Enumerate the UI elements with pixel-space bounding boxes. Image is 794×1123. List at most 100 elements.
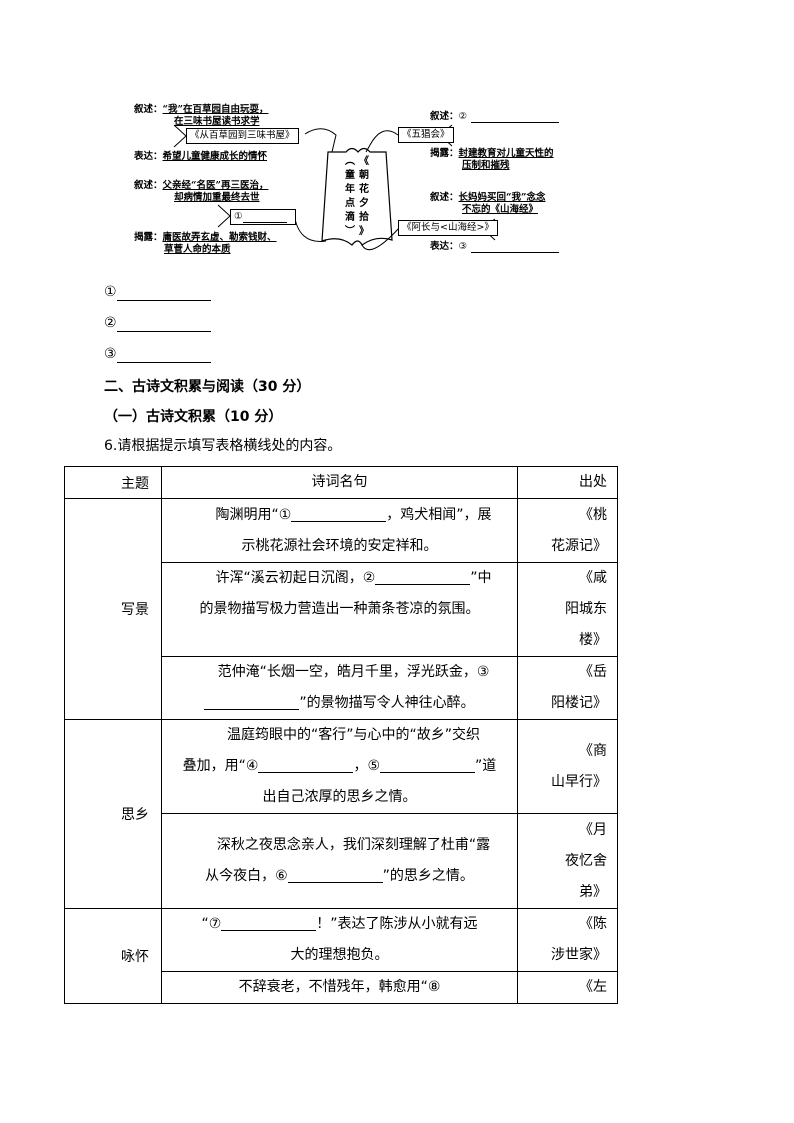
fill-blank-3[interactable]: [204, 695, 300, 710]
section-2-title: 二、古诗文积累与阅读（30 分）: [104, 379, 311, 395]
text: ，鸡犬相闻”，展: [386, 506, 492, 523]
source-line: 《月: [579, 821, 607, 838]
source-line: 阳城东: [565, 601, 607, 617]
blank-line: [471, 242, 560, 253]
table-row: 许浑“溪云初起日沉阁，②”中 的景物描写极力营造出一种萧条苍凉的氛围。 《咸 阳…: [65, 562, 618, 657]
source-line: 楼》: [579, 632, 607, 648]
narrate-text: 父亲经“名医”再三医治，: [162, 180, 269, 191]
source-line: 《左: [579, 979, 607, 995]
book-char: 夕: [359, 198, 369, 209]
book-char: 点: [345, 198, 355, 209]
narrate-text: 在三味书屋读书求学: [174, 116, 260, 127]
answer-blank[interactable]: [116, 348, 211, 363]
express-label: 表达：: [134, 151, 163, 162]
table-row: 不辞衰老，不惜残年，韩愈用“⑧ 《左: [65, 971, 618, 1004]
book-char: 滴: [345, 212, 355, 223]
right-bottom-narrate: 叙述：长妈妈买回“我”念念: [430, 192, 545, 204]
question-6-prompt: 6.请根据提示填写表格横线处的内容。: [104, 438, 342, 454]
content-line: 许浑“溪云初起日沉阁，②”中: [170, 563, 509, 594]
left-top-narrate: 叙述：“我”在百草园自由玩耍，: [134, 104, 268, 116]
reveal-text: 草菅人命的本质: [164, 244, 231, 255]
answer-line-2[interactable]: ②: [104, 314, 211, 332]
mind-map-diagram: ︵ 童 年 点 滴 ︶ 《 朝 花 夕 拾 》 叙述：“我”在百草园自由玩耍， …: [100, 95, 580, 270]
text: 从今夜白，⑥: [205, 868, 288, 884]
narrate-text: 长妈妈买回“我”念念: [458, 192, 546, 203]
narrate-label: 叙述：: [134, 180, 163, 191]
book-char: ︵: [345, 156, 355, 167]
text: 叠加，用“④: [182, 758, 259, 774]
source-cell: 《陈 涉世家》: [517, 908, 618, 972]
fill-blank-5[interactable]: [380, 758, 476, 773]
answer-marker: ②: [104, 315, 117, 331]
content-line: 大的理想抱负。: [290, 947, 389, 963]
header-content: 诗词名句: [161, 466, 518, 499]
source-cell: 《月 夜忆舍 弟》: [517, 813, 618, 909]
narrate-text: 却病情加重最终去世: [174, 192, 260, 203]
text: 陶渊明用“①: [215, 506, 292, 523]
fill-blank-7[interactable]: [221, 916, 317, 931]
narrate-label: 叙述：: [430, 192, 459, 203]
fill-blank-6[interactable]: [287, 868, 383, 883]
content-cell: 不辞衰老，不惜残年，韩愈用“⑧: [161, 971, 518, 1004]
book-char: ︶: [345, 226, 355, 237]
theme-cell-aspiration: 咏怀: [64, 908, 162, 1004]
table-row: 思乡 温庭筠眼中的“客行”与心中的“故乡”交织 叠加，用“④，⑤”道 出自己浓厚…: [64, 719, 618, 909]
fill-blank-4[interactable]: [258, 758, 354, 773]
fill-blank-2[interactable]: [375, 570, 471, 585]
content-cell: 陶渊明用“①，鸡犬相闻”，展 示桃花源社会环境的安定祥和。: [161, 498, 518, 563]
narrate-label: 叙述：: [430, 111, 459, 122]
content-line: 出自己浓厚的思乡之情。: [262, 789, 417, 805]
content-cell: “⑦！”表达了陈涉从小就有远 大的理想抱负。: [161, 908, 518, 972]
book-char: 花: [359, 184, 369, 195]
source-line: 山早行》: [551, 773, 607, 790]
source-cell: 《岳 阳楼记》: [517, 656, 618, 720]
subsection-1-title: （一）古诗文积累（10 分）: [104, 409, 283, 425]
book-char: 拾: [359, 212, 369, 223]
content-line: 叠加，用“④，⑤”道: [170, 751, 509, 782]
left-top-express: 表达：希望儿童健康成长的情怀: [134, 151, 267, 163]
text: 许浑“溪云初起日沉阁，②: [215, 570, 376, 586]
blank-marker: ②: [458, 111, 468, 122]
reveal-text: 压制和摧残: [462, 160, 510, 171]
content-line: 不辞衰老，不惜残年，韩愈用“⑧: [238, 979, 441, 995]
blank-marker: ③: [458, 241, 468, 252]
poem-table: 主题 诗词名句 出处 写景 陶渊明用“①，鸡犬相闻”，展 示桃花源社会环境的安定…: [64, 466, 618, 1004]
answer-line-1[interactable]: ①: [104, 283, 211, 301]
express-label: 表达：: [430, 241, 459, 252]
answer-blank[interactable]: [116, 286, 211, 301]
right-top-reveal-line2: 压制和摧残: [462, 160, 510, 172]
content-cell: 温庭筠眼中的“客行”与心中的“故乡”交织 叠加，用“④，⑤”道 出自己浓厚的思乡…: [161, 719, 518, 814]
theme-cell-homesick: 思乡: [64, 719, 162, 909]
content-line: 深秋之夜思念亲人，我们深刻理解了杜甫“露: [216, 837, 491, 853]
source-line: 《咸: [579, 570, 607, 586]
content-cell: 深秋之夜思念亲人，我们深刻理解了杜甫“露 从今夜白，⑥ ”的思乡之情。: [161, 813, 518, 909]
content-cell: 许浑“溪云初起日沉阁，②”中 的景物描写极力营造出一种萧条苍凉的氛围。: [161, 562, 518, 657]
source-line: 夜忆舍: [565, 852, 607, 869]
fill-blank-1[interactable]: [291, 507, 387, 522]
express-text: 希望儿童健康成长的情怀: [162, 151, 268, 162]
answer-blank[interactable]: [116, 317, 211, 332]
right-bottom-narrate-line2: 不忘的《山海经》: [462, 204, 538, 216]
text: ”的思乡之情。: [382, 868, 474, 884]
table-header-row: 主题 诗词名句 出处: [64, 466, 618, 499]
answer-marker: ③: [104, 346, 117, 362]
book-char: 朝: [359, 170, 369, 181]
table-row: 写景 陶渊明用“①，鸡犬相闻”，展 示桃花源社会环境的安定祥和。 《桃 花源记》: [64, 498, 618, 720]
content-line: ”的景物描写令人神往心醉。: [170, 688, 509, 719]
right-bottom-express: 表达：③: [430, 241, 560, 253]
left-bottom-reveal: 揭露：庸医故弄玄虚、勒索钱财、: [134, 232, 277, 244]
source-line: 《岳: [579, 664, 607, 680]
source-line: 涉世家》: [551, 947, 607, 963]
source-line: 《桃: [579, 506, 607, 523]
content-line: 温庭筠眼中的“客行”与心中的“故乡”交织: [226, 727, 480, 743]
answer-line-3[interactable]: ③: [104, 345, 211, 363]
content-line: 范仲淹“长烟一空，皓月千里，浮光跃金，③: [217, 664, 490, 680]
content-cell: 范仲淹“长烟一空，皓月千里，浮光跃金，③ ”的景物描写令人神往心醉。: [161, 656, 518, 720]
source-line: 《商: [579, 742, 607, 759]
table-row: 深秋之夜思念亲人，我们深刻理解了杜甫“露 从今夜白，⑥ ”的思乡之情。 《月 夜忆…: [65, 813, 618, 909]
left-top-narrate-line2: 在三味书屋读书求学: [174, 116, 260, 128]
reveal-label: 揭露：: [134, 232, 163, 243]
source-cell: 《咸 阳城东 楼》: [517, 562, 618, 657]
work-box-wuchanghui: 《五猖会》: [398, 127, 454, 143]
book-char: 童: [345, 170, 355, 181]
